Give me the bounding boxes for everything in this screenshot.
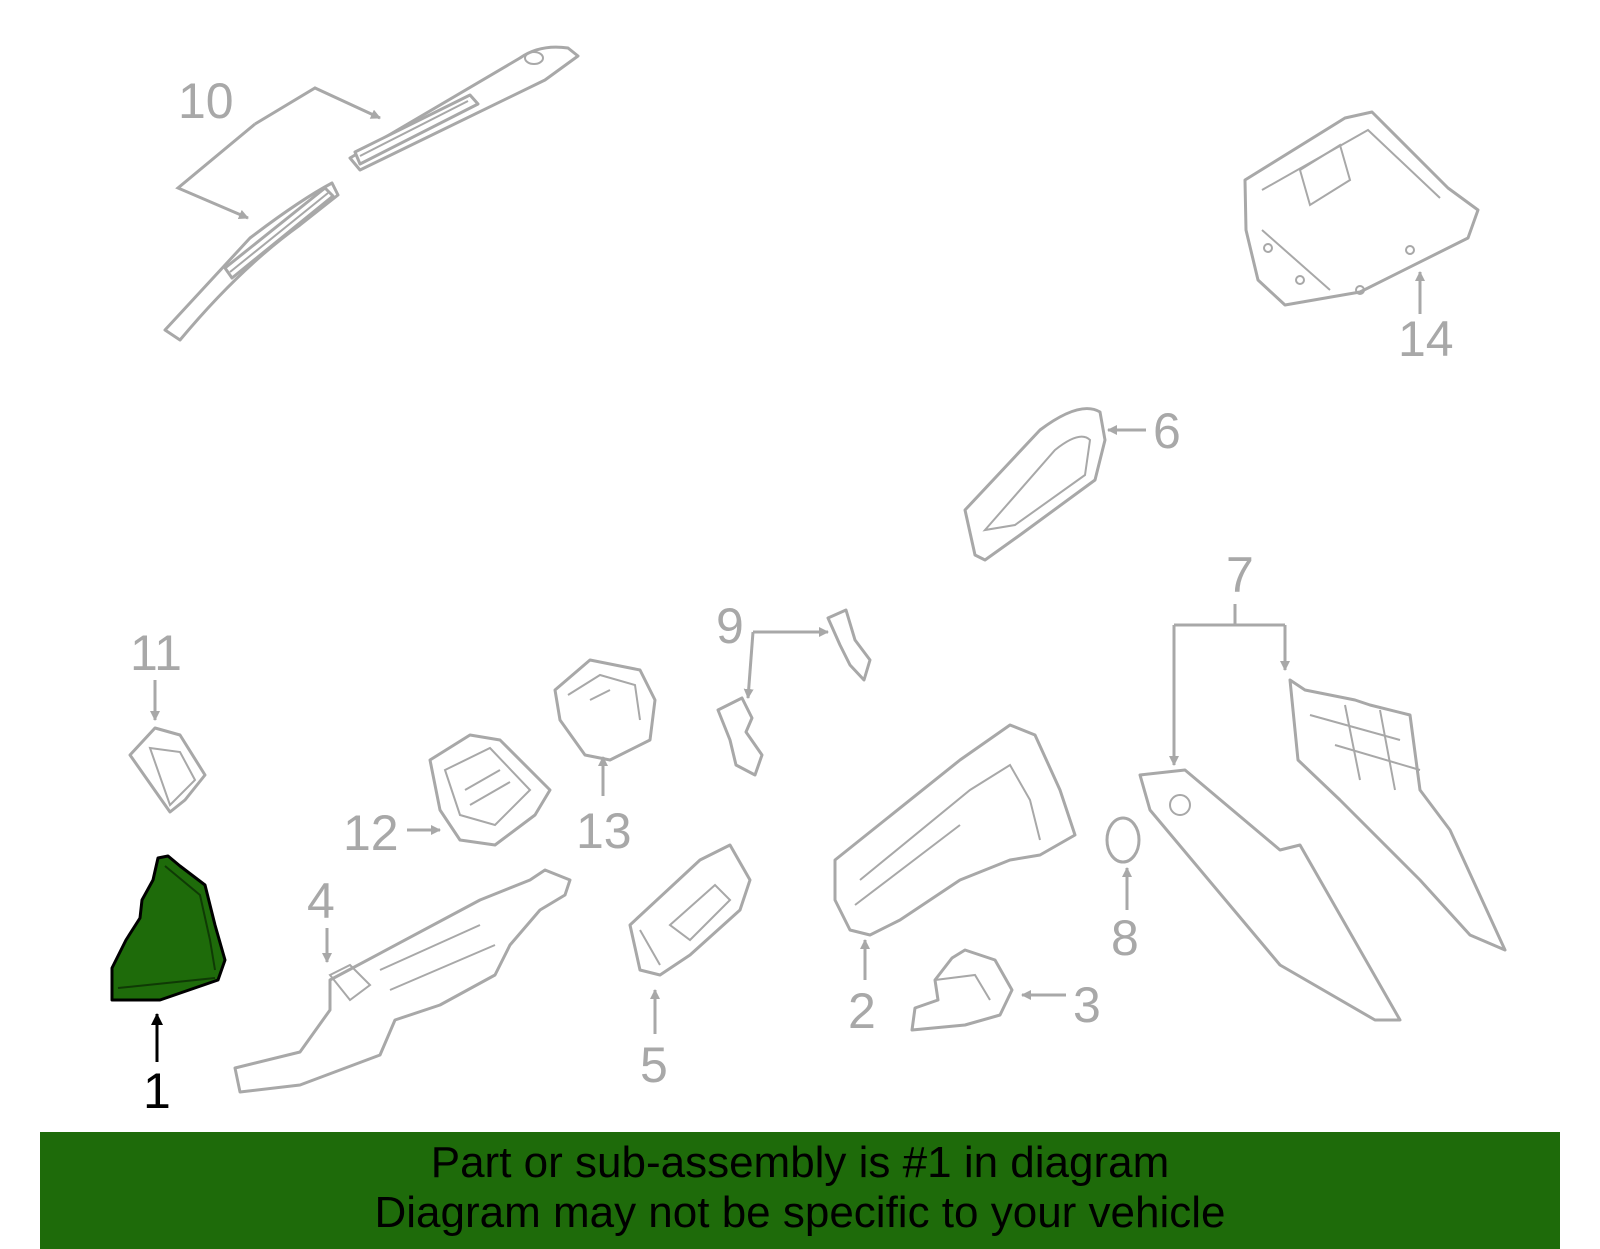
callout-1: 1 (143, 1063, 171, 1119)
leader-9 (743, 627, 829, 699)
callout-12: 12 (343, 805, 399, 861)
part-14-glove-box-housing[interactable] (1243, 110, 1480, 307)
part-10-defroster-grilles[interactable] (163, 45, 580, 342)
part-1-cover-highlighted[interactable] (110, 854, 227, 1002)
info-banner: Part or sub-assembly is #1 in diagram Di… (40, 1132, 1560, 1249)
banner-line-2: Diagram may not be specific to your vehi… (374, 1188, 1226, 1237)
callout-11: 11 (130, 625, 182, 681)
part-9-clips[interactable] (716, 608, 872, 777)
part-2-console-trim[interactable] (833, 723, 1077, 937)
part-8-grommet[interactable] (1105, 816, 1141, 864)
callout-8: 8 (1111, 910, 1139, 966)
part-13-vent-housing[interactable] (553, 658, 657, 762)
callout-9: 9 (716, 598, 744, 654)
part-12-air-vent[interactable] (428, 733, 552, 847)
callout-6: 6 (1153, 403, 1181, 459)
callout-7: 7 (1226, 547, 1254, 603)
part-4-console-brace[interactable] (233, 868, 572, 1094)
part-11-switch[interactable] (128, 726, 207, 814)
callout-5: 5 (640, 1037, 668, 1093)
part-5-switch-bezel[interactable] (628, 843, 752, 977)
part-6-trim-bezel[interactable] (963, 407, 1107, 562)
callout-13: 13 (576, 803, 632, 859)
part-7-side-panels[interactable] (1138, 678, 1507, 1022)
callout-3: 3 (1073, 977, 1101, 1033)
banner-line-1: Part or sub-assembly is #1 in diagram (430, 1138, 1170, 1187)
leader-7 (1169, 604, 1290, 766)
callout-4: 4 (307, 873, 335, 929)
callout-2: 2 (848, 983, 876, 1039)
part-3-bracket[interactable] (910, 948, 1014, 1032)
callout-14: 14 (1398, 311, 1454, 367)
callout-10: 10 (178, 73, 234, 129)
leader-10 (175, 86, 381, 220)
